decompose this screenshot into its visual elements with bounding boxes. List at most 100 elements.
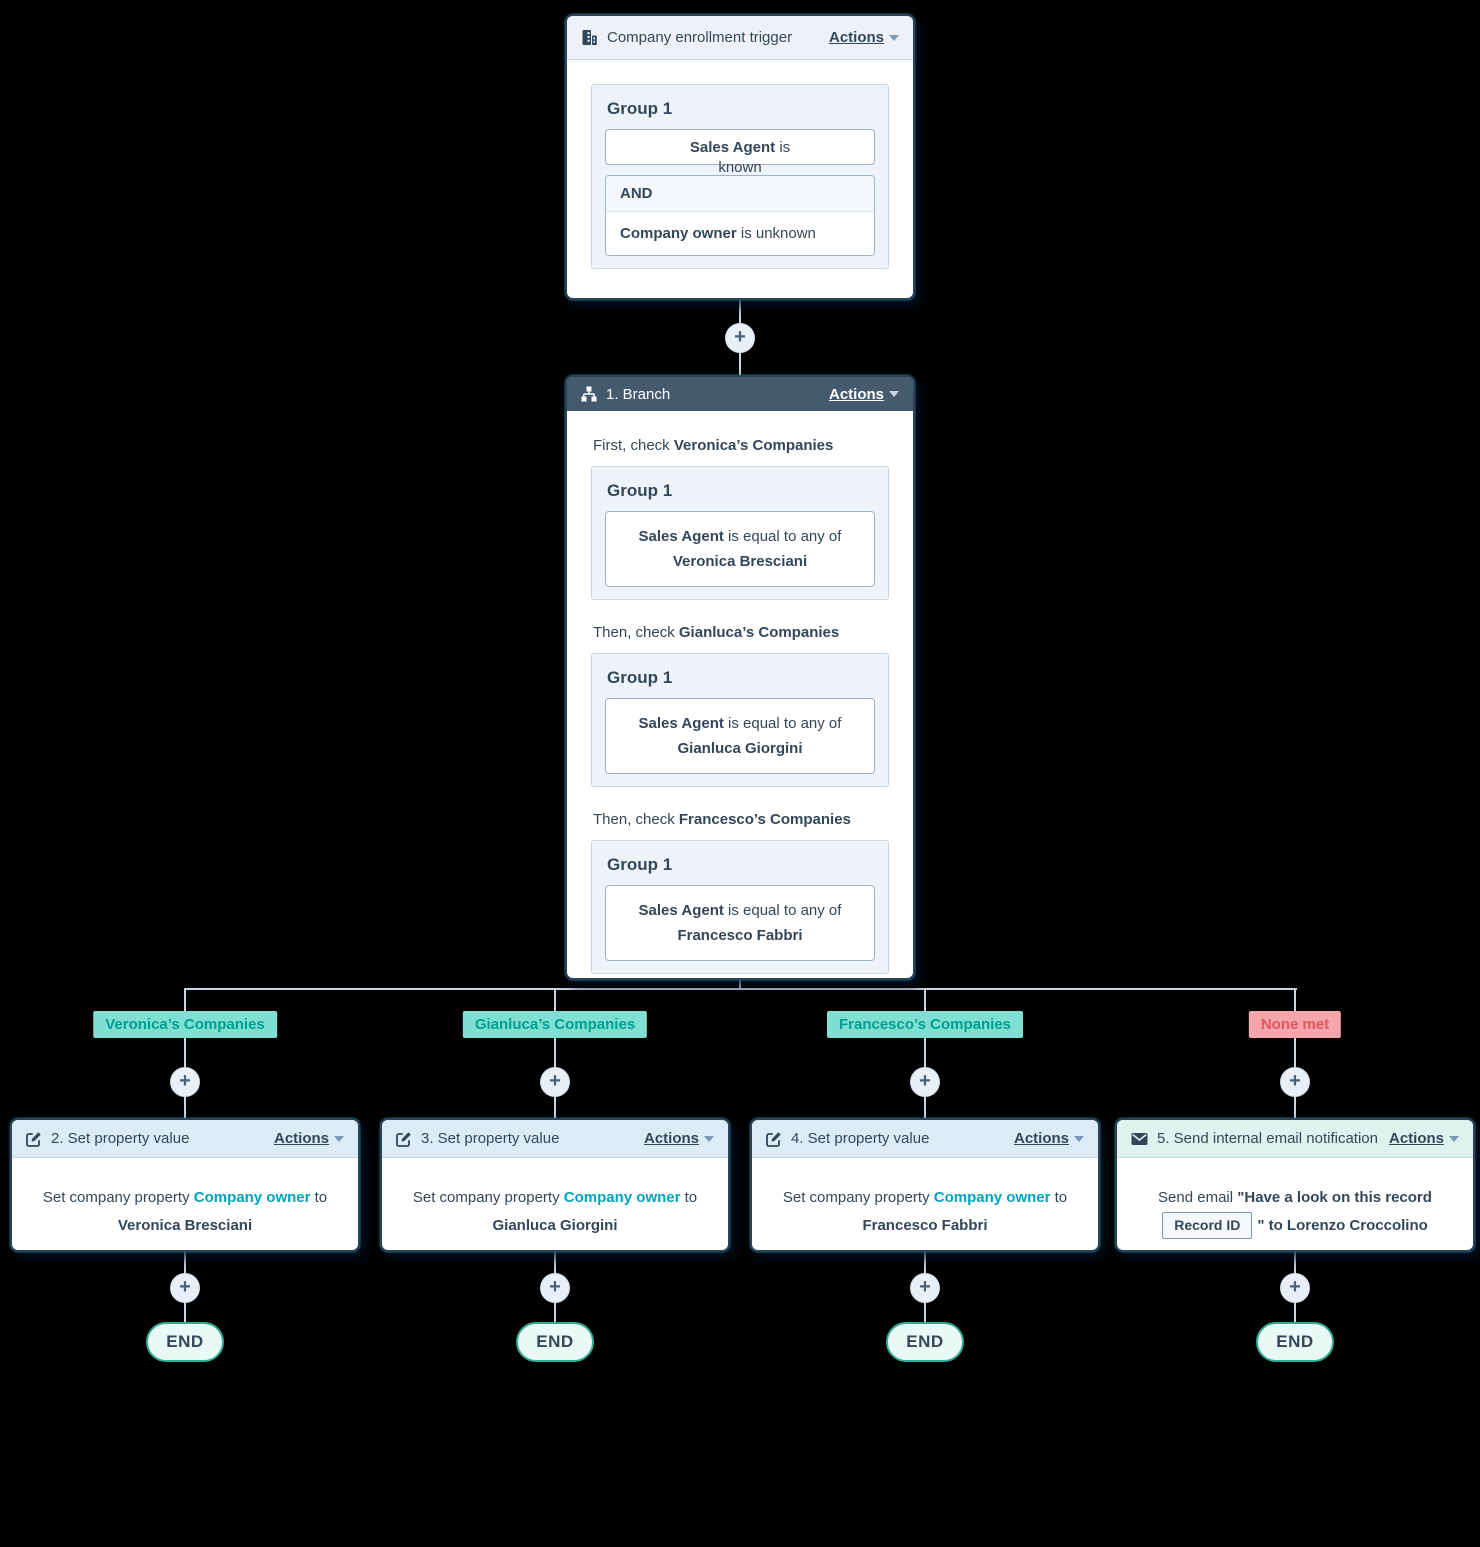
action-card-title: 2. Set property value xyxy=(51,1130,190,1147)
condition-sales-agent-equal: Sales Agent is equal to any of Gianluca … xyxy=(605,698,875,774)
add-action-button[interactable] xyxy=(540,1067,570,1097)
action-card-title: 4. Set property value xyxy=(791,1130,930,1147)
actions-label: Actions xyxy=(828,29,884,46)
property-value: Francesco Fabbri xyxy=(862,1217,988,1234)
trigger-actions-menu[interactable]: Actions xyxy=(829,29,899,46)
caret-down-icon xyxy=(889,391,899,397)
connector-line xyxy=(739,978,741,989)
add-action-button[interactable] xyxy=(910,1067,940,1097)
condition-value: Veronica Bresciani xyxy=(672,553,808,570)
end-node: END xyxy=(1256,1322,1334,1362)
action-actions-menu[interactable]: Actions xyxy=(1389,1130,1459,1147)
add-action-button[interactable] xyxy=(1280,1067,1310,1097)
caret-down-icon xyxy=(1449,1135,1459,1142)
caret-down-icon xyxy=(334,1135,344,1142)
enrollment-trigger-card[interactable]: Company enrollment trigger Actions Group… xyxy=(565,14,915,300)
action-actions-menu[interactable]: Actions xyxy=(1014,1130,1084,1147)
action-summary-text: Send email xyxy=(1158,1189,1238,1206)
action-actions-menu[interactable]: Actions xyxy=(644,1130,714,1147)
condition-sales-agent-known: Sales Agent is known xyxy=(605,129,875,176)
condition-property: Sales Agent xyxy=(638,902,724,919)
sitemap-icon xyxy=(581,386,597,402)
property-link[interactable]: Company owner xyxy=(933,1189,1051,1206)
actions-label: Actions xyxy=(1013,1130,1069,1147)
action-card-body: Set company property Company owner to Fr… xyxy=(752,1158,1098,1240)
add-action-button[interactable] xyxy=(170,1273,200,1303)
caret-down-icon xyxy=(889,34,899,41)
branch-actions-menu[interactable]: Actions xyxy=(829,386,899,403)
condition-property: Company owner xyxy=(620,225,737,242)
branch-name: Gianluca’s Companies xyxy=(678,624,840,641)
add-action-button[interactable] xyxy=(540,1273,570,1303)
trigger-card-title: Company enrollment trigger xyxy=(607,29,793,46)
group-label: Group 1 xyxy=(607,668,673,687)
branch-section-label: Then, check Gianluca’s Companies xyxy=(593,624,889,641)
branch-name: Veronica’s Companies xyxy=(673,437,834,454)
filter-group: Group 1 Sales Agent is equal to any of F… xyxy=(591,840,889,974)
action-card-body: Send email "Have a look on this record R… xyxy=(1117,1158,1473,1240)
end-node: END xyxy=(886,1322,964,1362)
branch-card-body: First, check Veronica’s Companies Group … xyxy=(567,411,913,974)
action-summary-text: Set company property xyxy=(42,1189,194,1206)
condition-company-owner-unknown: Company owner is unknown xyxy=(606,212,874,255)
condition-operator: is unknown xyxy=(736,225,816,242)
property-link[interactable]: Company owner xyxy=(193,1189,311,1206)
property-value: Veronica Bresciani xyxy=(117,1217,253,1234)
branch-label-veronicas-companies: Veronica’s Companies xyxy=(93,1011,277,1038)
condition-property: Sales Agent xyxy=(689,139,776,156)
end-node: END xyxy=(516,1322,594,1362)
action-card-header: 4. Set property value Actions xyxy=(752,1120,1098,1158)
edit-icon xyxy=(766,1131,782,1147)
condition-operator: is equal to any of xyxy=(723,715,842,732)
condition-operator: is xyxy=(775,139,791,156)
branch-check-prefix: Then, check xyxy=(593,811,679,828)
envelope-icon xyxy=(1131,1132,1148,1146)
branch-check-prefix: Then, check xyxy=(593,624,679,641)
action-card-header: 3. Set property value Actions xyxy=(382,1120,728,1158)
connector-line xyxy=(184,988,1297,990)
connector-line xyxy=(184,990,186,1118)
add-action-button[interactable] xyxy=(1280,1273,1310,1303)
email-recipient: " to Lorenzo Croccolino xyxy=(1257,1217,1428,1234)
action-summary-text: to xyxy=(1050,1189,1068,1206)
send-email-card-5[interactable]: 5. Send internal email notification Acti… xyxy=(1115,1118,1475,1252)
connector-line xyxy=(924,990,926,1118)
action-actions-menu[interactable]: Actions xyxy=(274,1130,344,1147)
trigger-card-body: Group 1 Sales Agent is known AND Company… xyxy=(567,60,913,269)
branch-name: Francesco’s Companies xyxy=(678,811,851,828)
action-summary-text: Set company property xyxy=(782,1189,934,1206)
action-card-title: 3. Set property value xyxy=(421,1130,560,1147)
property-link[interactable]: Company owner xyxy=(563,1189,681,1206)
add-action-button[interactable] xyxy=(170,1067,200,1097)
set-property-card-2[interactable]: 2. Set property value Actions Set compan… xyxy=(10,1118,360,1252)
set-property-card-3[interactable]: 3. Set property value Actions Set compan… xyxy=(380,1118,730,1252)
caret-down-icon xyxy=(704,1135,714,1142)
edit-icon xyxy=(26,1131,42,1147)
branch-card-title: 1. Branch xyxy=(606,385,671,403)
actions-label: Actions xyxy=(273,1130,329,1147)
condition-property: Sales Agent xyxy=(638,715,724,732)
action-card-header: 5. Send internal email notification Acti… xyxy=(1117,1120,1473,1158)
condition-property: Sales Agent xyxy=(638,528,724,545)
action-card-body: Set company property Company owner to Gi… xyxy=(382,1158,728,1240)
connector-line xyxy=(1294,990,1296,1118)
branch-card[interactable]: 1. Branch Actions First, check Veronica’… xyxy=(565,375,915,980)
branch-label-gianlucas-companies: Gianluca’s Companies xyxy=(462,1011,648,1038)
branch-section-label: First, check Veronica’s Companies xyxy=(593,437,889,454)
branch-label-francescos-companies: Francesco’s Companies xyxy=(826,1011,1024,1038)
trigger-card-header: Company enrollment trigger Actions xyxy=(567,16,913,60)
add-action-button[interactable] xyxy=(725,323,755,353)
branch-section-label: Then, check Francesco’s Companies xyxy=(593,811,889,828)
condition-value: Francesco Fabbri xyxy=(677,927,803,944)
set-property-card-4[interactable]: 4. Set property value Actions Set compan… xyxy=(750,1118,1100,1252)
end-node: END xyxy=(146,1322,224,1362)
building-icon xyxy=(581,29,598,46)
condition-sales-agent-equal: Sales Agent is equal to any of Francesco… xyxy=(605,885,875,961)
filter-group: Group 1 Sales Agent is equal to any of V… xyxy=(591,466,889,600)
condition-sales-agent-equal: Sales Agent is equal to any of Veronica … xyxy=(605,511,875,587)
email-subject: "Have a look on this record xyxy=(1237,1189,1432,1206)
action-card-title: 5. Send internal email notification xyxy=(1157,1130,1378,1147)
actions-label: Actions xyxy=(643,1130,699,1147)
add-action-button[interactable] xyxy=(910,1273,940,1303)
